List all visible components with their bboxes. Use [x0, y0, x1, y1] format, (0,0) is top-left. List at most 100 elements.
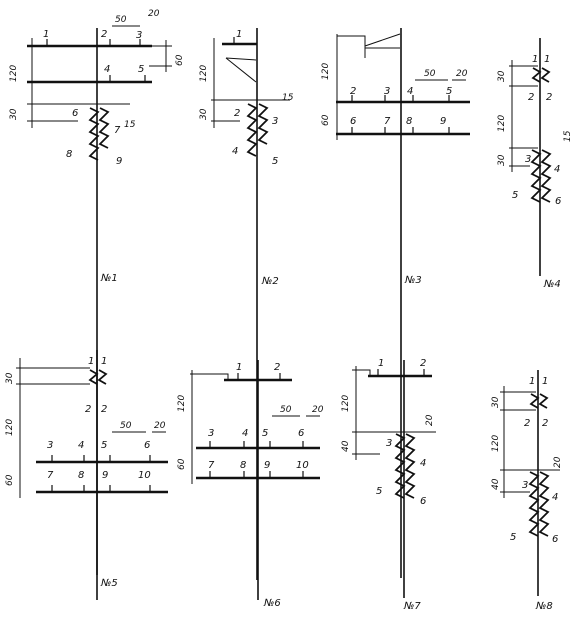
insulator-zigzag — [529, 393, 540, 409]
label-6: 6 — [350, 116, 356, 127]
brace — [225, 57, 257, 61]
caption: №6 — [263, 598, 281, 609]
label-2: 2 — [350, 86, 356, 97]
label-2: 2 — [101, 404, 107, 415]
dim-30: 30 — [9, 108, 19, 120]
label-9: 9 — [440, 116, 446, 127]
label-6: 6 — [552, 534, 558, 545]
label-1: 1 — [378, 358, 384, 369]
dim-30: 30 — [497, 70, 507, 82]
bracket — [190, 373, 229, 380]
label-5: 5 — [272, 156, 278, 167]
label-2: 2 — [546, 92, 552, 103]
label-9: 9 — [116, 156, 122, 167]
dim-15: 15 — [124, 120, 136, 130]
dim-120: 120 — [5, 419, 15, 436]
label-3: 3 — [525, 154, 531, 165]
dim-40: 40 — [491, 478, 501, 490]
label-5: 5 — [101, 440, 107, 451]
label-2: 2 — [528, 92, 534, 103]
dim-120: 120 — [9, 65, 19, 82]
label-9: 9 — [264, 460, 270, 471]
label-1: 1 — [532, 54, 538, 65]
dim-20: 20 — [154, 421, 166, 431]
label-8: 8 — [240, 460, 246, 471]
label-1: 1 — [236, 362, 242, 373]
dim-30: 30 — [491, 396, 501, 408]
dim-15: 15 — [563, 130, 573, 142]
insulator-zigzag — [98, 107, 110, 149]
label-5: 5 — [446, 86, 452, 97]
diagram-4: 1 1 2 2 3 4 5 6 30 120 30 15 №4 — [497, 38, 573, 290]
insulator-zigzag — [88, 107, 100, 161]
brace — [225, 57, 257, 83]
caption: №1 — [100, 273, 118, 284]
diagram-5: 1 1 2 2 3 4 5 6 7 8 9 10 30 120 60 50 20… — [5, 350, 168, 600]
dim-50: 50 — [424, 69, 436, 79]
dim-20: 20 — [553, 456, 563, 468]
label-4: 4 — [104, 64, 110, 75]
insulator-zigzag — [531, 67, 542, 83]
dim-20: 20 — [312, 405, 324, 415]
caption: №3 — [404, 275, 422, 286]
dim-60: 60 — [175, 54, 185, 66]
dim-40: 40 — [341, 440, 351, 452]
dim-30: 30 — [497, 154, 507, 166]
label-2: 2 — [274, 362, 280, 373]
caption: №8 — [535, 601, 553, 612]
label-4: 4 — [420, 458, 426, 469]
label-5: 5 — [510, 532, 516, 543]
dim-60: 60 — [177, 458, 187, 470]
insulator-zigzag — [528, 471, 540, 537]
label-2: 2 — [101, 29, 107, 40]
label-8: 8 — [66, 149, 72, 160]
dim-120: 120 — [491, 435, 501, 452]
label-2: 2 — [85, 404, 91, 415]
label-4: 4 — [554, 164, 560, 175]
label-5: 5 — [512, 190, 518, 201]
label-1: 1 — [544, 54, 550, 65]
label-6: 6 — [298, 428, 304, 439]
label-3: 3 — [384, 86, 390, 97]
label-5: 5 — [376, 486, 382, 497]
label-1: 1 — [529, 376, 535, 387]
label-1: 1 — [43, 29, 49, 40]
insulator-zigzag — [394, 433, 406, 499]
label-4: 4 — [407, 86, 413, 97]
label-3: 3 — [208, 428, 214, 439]
label-3: 3 — [386, 438, 392, 449]
dim-50: 50 — [120, 421, 132, 431]
label-8: 8 — [78, 470, 84, 481]
dim-50: 50 — [280, 405, 292, 415]
caption: №7 — [403, 601, 421, 612]
brace — [364, 33, 401, 47]
label-5: 5 — [138, 64, 144, 75]
insulator-zigzag — [530, 149, 542, 203]
insulator-zigzag — [540, 67, 551, 83]
label-1: 1 — [542, 376, 548, 387]
dim-50: 50 — [115, 15, 127, 25]
label-3: 3 — [47, 440, 53, 451]
label-7: 7 — [384, 116, 391, 127]
label-6: 6 — [420, 496, 426, 507]
caption: №2 — [261, 276, 279, 287]
label-2: 2 — [234, 108, 240, 119]
dim-120: 120 — [497, 115, 507, 132]
dim-20: 20 — [456, 69, 468, 79]
label-1: 1 — [88, 356, 94, 367]
label-10: 10 — [138, 470, 151, 481]
label-7: 7 — [114, 125, 121, 136]
bracket — [352, 369, 371, 376]
dim-120: 120 — [321, 63, 331, 80]
label-1: 1 — [236, 29, 242, 40]
diagram-3: 2 3 4 5 6 7 8 9 120 60 50 20 №3 — [321, 28, 470, 578]
label-6: 6 — [555, 196, 561, 207]
label-2: 2 — [524, 418, 530, 429]
label-4: 4 — [78, 440, 84, 451]
label-2: 2 — [542, 418, 548, 429]
label-7: 7 — [47, 470, 54, 481]
insulator-zigzag — [257, 103, 269, 145]
caption: №5 — [100, 578, 118, 589]
label-6: 6 — [72, 108, 78, 119]
